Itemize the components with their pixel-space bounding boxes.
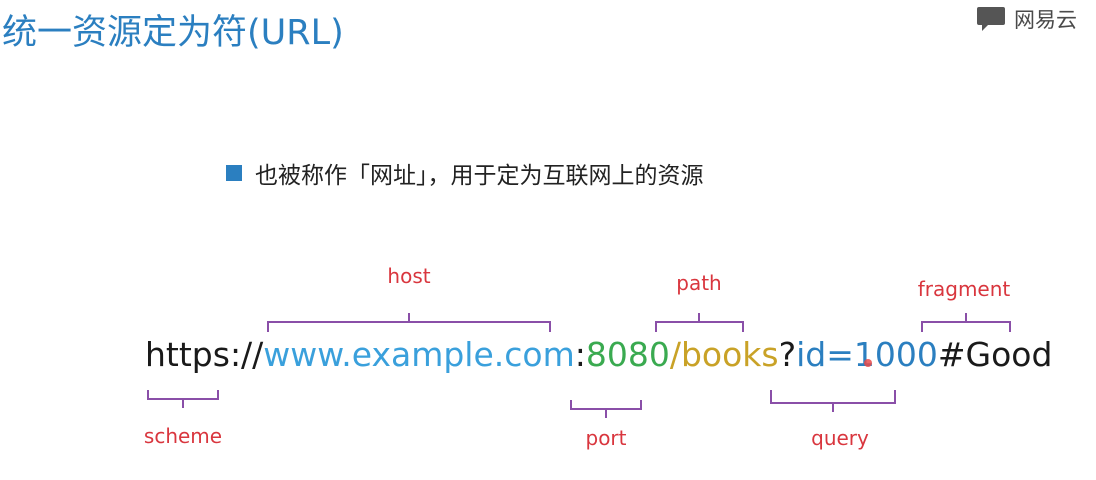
fragment-bracket [921,313,1011,332]
pointer-dot [864,359,872,367]
url-query: id=1000 [796,335,938,374]
url-host: www.example.com [263,335,574,374]
bullet-item: 也被称作「网址」，用于定为互联网上的资源 [226,156,704,190]
url-fragment: #Good [938,335,1053,374]
url-separator: :// [230,335,264,374]
scheme-bracket [147,390,219,408]
url-colon: : [575,335,586,374]
page-title: 统一资源定为符(URL) [2,13,344,53]
path-bracket [655,313,744,332]
chat-bubble-icon [977,7,1005,31]
url-text: https://www.example.com:8080/books?id=10… [145,335,1052,374]
host-bracket [267,313,551,332]
netease-cloud-logo: 网易云 [976,4,1077,34]
query-bracket [770,390,896,412]
query-label: query [811,426,869,450]
url-path: /books [670,335,779,374]
bullet-square-icon [226,165,242,181]
fragment-label: fragment [918,277,1011,301]
port-bracket [570,400,642,418]
logo-text: 网易云 [1014,8,1077,32]
host-label: host [387,264,430,288]
port-label: port [586,426,627,450]
url-port: 8080 [586,335,670,374]
url-question-mark: ? [779,335,797,374]
url-scheme: https [145,335,230,374]
scheme-label: scheme [144,424,222,448]
path-label: path [676,271,721,295]
bullet-text: 也被称作「网址」，用于定为互联网上的资源 [255,163,704,189]
